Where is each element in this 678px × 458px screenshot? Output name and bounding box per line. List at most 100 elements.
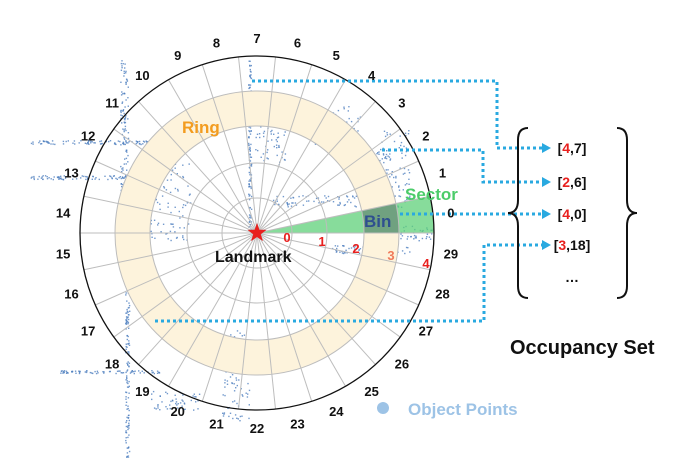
object-point: [242, 395, 244, 397]
object-point: [197, 400, 199, 402]
object-point: [86, 176, 88, 178]
object-point: [125, 348, 127, 350]
object-point: [249, 224, 252, 226]
bin-label: Bin: [364, 212, 391, 231]
sector-number: 23: [290, 417, 304, 432]
object-point: [271, 129, 273, 132]
object-point: [250, 187, 252, 190]
object-point: [120, 372, 122, 374]
object-point: [47, 141, 49, 143]
object-point: [123, 137, 125, 139]
object-point: [343, 108, 345, 110]
object-point: [407, 133, 410, 135]
object-point: [33, 177, 35, 179]
object-point: [189, 193, 191, 195]
object-point: [409, 195, 411, 197]
object-point: [125, 379, 127, 381]
object-point: [292, 202, 294, 204]
entry-ring: 4: [562, 206, 570, 222]
object-point: [248, 198, 251, 201]
object-point: [134, 370, 136, 372]
object-point: [273, 133, 275, 135]
object-point: [229, 412, 232, 414]
object-point: [121, 101, 124, 103]
object-point: [313, 200, 315, 203]
object-point: [183, 227, 185, 229]
object-point: [125, 157, 128, 160]
object-point: [72, 178, 74, 180]
object-point: [122, 372, 125, 374]
sector-line: [256, 232, 346, 387]
object-point: [128, 409, 130, 412]
object-point: [120, 165, 122, 168]
object-point: [157, 224, 159, 226]
object-point: [166, 408, 169, 410]
object-point: [235, 377, 237, 379]
sector-line: [238, 56, 258, 234]
object-point: [404, 184, 407, 186]
object-point: [139, 372, 141, 374]
object-point: [248, 214, 251, 216]
object-point: [182, 175, 184, 178]
object-point: [94, 142, 96, 144]
object-point: [126, 386, 129, 388]
arrow-head-icon: [542, 177, 551, 187]
object-point: [172, 223, 174, 225]
object-point: [79, 370, 81, 373]
object-point: [425, 237, 427, 240]
object-point: [336, 247, 338, 250]
object-point: [399, 135, 401, 137]
object-point: [385, 156, 387, 158]
object-point: [391, 171, 393, 173]
object-point: [85, 371, 88, 374]
object-point: [157, 404, 159, 406]
object-point: [249, 150, 251, 152]
object-point: [256, 133, 259, 135]
object-point: [62, 143, 65, 145]
object-point: [249, 179, 251, 181]
object-point: [125, 401, 128, 403]
object-point: [74, 143, 76, 145]
object-point: [224, 379, 226, 381]
sector-line: [201, 64, 258, 234]
object-point: [125, 176, 127, 178]
object-point: [71, 175, 74, 177]
object-point: [248, 171, 250, 174]
object-point: [128, 385, 130, 387]
object-point: [126, 455, 129, 458]
object-point: [384, 135, 387, 138]
object-point: [125, 149, 128, 151]
object-point: [126, 381, 128, 384]
object-point: [344, 204, 346, 206]
object-point: [169, 404, 171, 406]
object-point: [121, 171, 123, 173]
object-point: [38, 141, 40, 144]
object-point: [126, 300, 128, 302]
object-point: [359, 248, 362, 250]
object-point: [248, 389, 251, 392]
object-point: [250, 195, 253, 198]
object-point: [222, 412, 224, 414]
object-point: [401, 250, 404, 252]
object-point: [126, 80, 129, 82]
object-point: [121, 60, 123, 62]
object-point: [341, 252, 344, 254]
object-point: [142, 140, 145, 142]
object-point: [65, 140, 67, 143]
sector-number: 1: [439, 166, 446, 181]
object-point: [32, 143, 34, 145]
object-point: [400, 233, 402, 235]
object-point: [406, 238, 408, 240]
object-point: [337, 109, 340, 112]
object-point: [123, 72, 125, 74]
object-point: [408, 130, 410, 132]
ring-circle: [221, 197, 293, 269]
object-point: [339, 251, 341, 253]
object-point: [318, 202, 320, 204]
object-point: [248, 193, 250, 195]
object-point: [338, 196, 340, 199]
object-point: [30, 142, 33, 145]
object-point: [174, 167, 176, 169]
object-point: [249, 74, 251, 77]
object-point: [172, 226, 175, 228]
